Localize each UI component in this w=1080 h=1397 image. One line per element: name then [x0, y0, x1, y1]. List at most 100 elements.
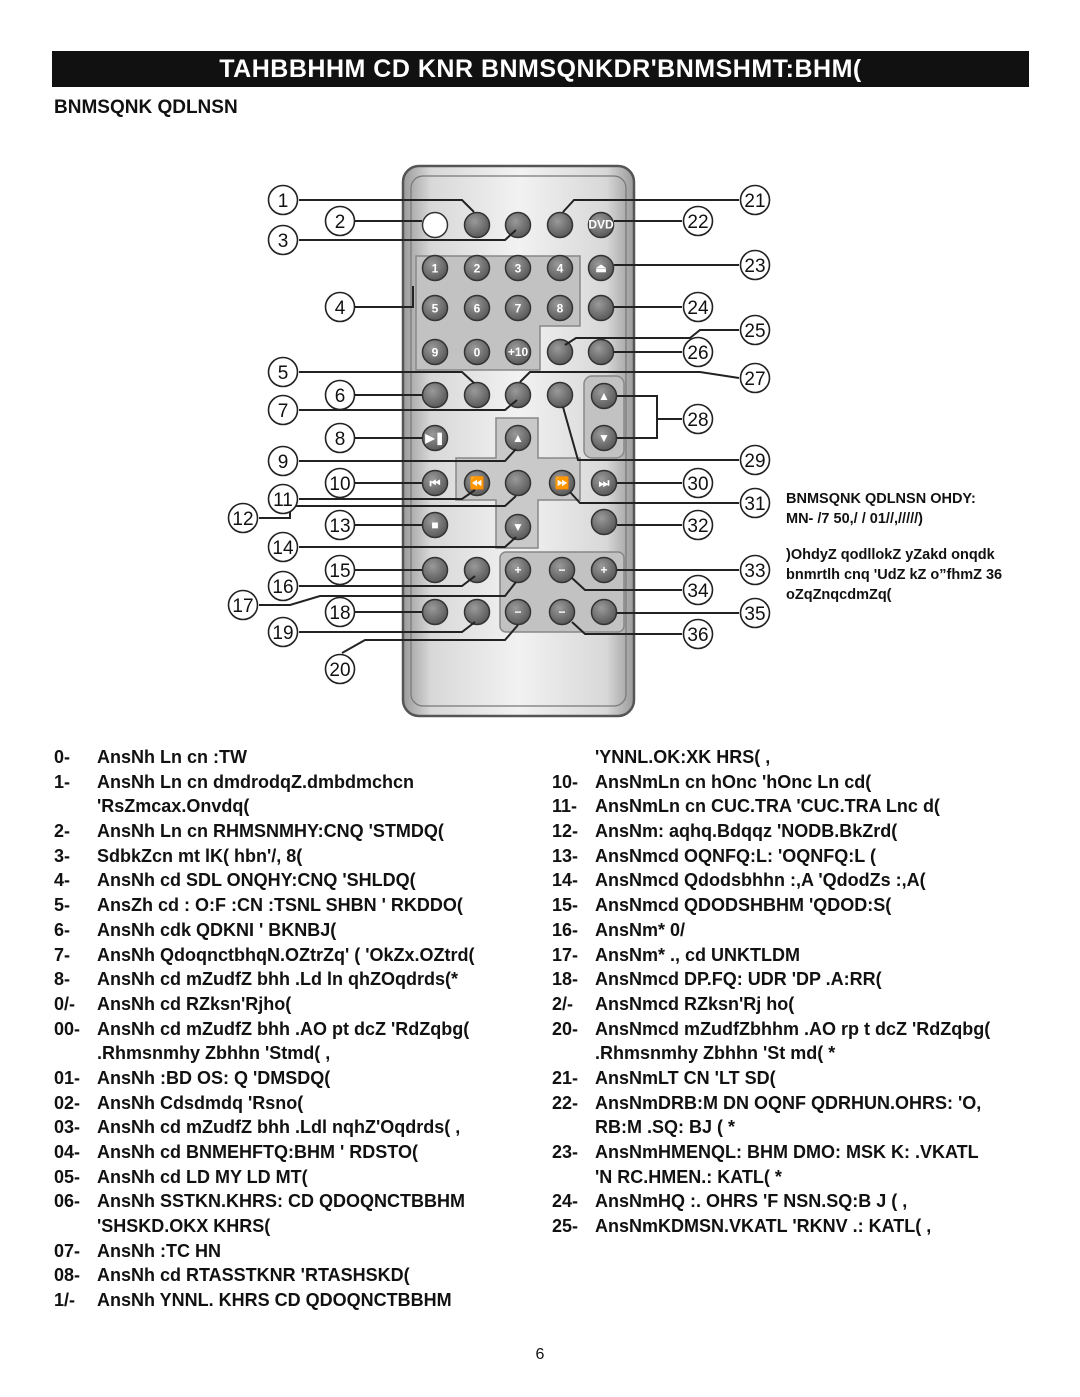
- list-item-text: AnsNmDRB:M DN OQNF QDRHUN.OHRS: 'O,: [595, 1092, 982, 1113]
- number-key[interactable]: 2: [463, 254, 491, 282]
- callout-circle: [739, 444, 771, 476]
- number-key-label: 1: [432, 262, 439, 276]
- callout-marker: 30: [682, 467, 714, 499]
- list-item-number: 1-: [54, 771, 71, 792]
- program-button[interactable]: [546, 338, 574, 366]
- callout-number: 28: [687, 410, 708, 431]
- list-item: 'YNNL.OK:XK HRS( ,: [552, 745, 1052, 770]
- button-glyph-icon: +: [600, 563, 607, 577]
- list-item: 10-AnsNmLn cn hOnc 'hOnc Ln cd(: [552, 770, 1052, 795]
- number-key-label: 7: [515, 302, 522, 316]
- callout-marker: 21: [739, 184, 771, 216]
- callout-circle: [324, 596, 356, 628]
- clock-button[interactable]: [421, 381, 449, 409]
- mode-button[interactable]: [463, 211, 491, 239]
- list-item-text: AnsNmcd Qdodsbhhn :,A 'QdodZs :,A(: [595, 870, 926, 891]
- list-item-number: 3-: [54, 845, 71, 866]
- subtitle-button[interactable]: [590, 508, 618, 536]
- goto-button[interactable]: +: [590, 556, 618, 584]
- list-item-text: SdbkZcn mt lK( hbn'/, 8(: [97, 845, 303, 866]
- callout-number: 29: [744, 451, 765, 472]
- number-key[interactable]: 6: [463, 294, 491, 322]
- stop-button[interactable]: ■: [421, 511, 449, 539]
- callout-leader: [259, 581, 517, 606]
- list-item: .Rhmsnmhy Zbhhn 'St md( *: [552, 1041, 1052, 1066]
- setup-button[interactable]: [463, 556, 491, 584]
- number-key[interactable]: 5: [421, 294, 449, 322]
- number-key[interactable]: 7: [504, 294, 532, 322]
- list-item: 22-AnsNmDRB:M DN OQNF QDRHUN.OHRS: 'O,: [552, 1091, 1052, 1116]
- list-item-text: AnsNh QdoqnctbhqN.OZtrZq' ( 'OkZx.OZtrd(: [97, 944, 475, 965]
- list-item-number: 14-: [552, 870, 579, 891]
- callout-marker: 15: [324, 554, 356, 586]
- dvd-mode-button[interactable]: DVD: [587, 211, 615, 239]
- list-item-number: 21-: [552, 1067, 579, 1088]
- list-item-number: 06-: [54, 1191, 81, 1212]
- repeat-ab-button[interactable]: [587, 338, 615, 366]
- volume-up-button[interactable]: ▲: [590, 382, 618, 410]
- callout-number: 20: [329, 660, 350, 681]
- button-glyph-icon: ▲: [598, 389, 610, 403]
- callout-circle: [324, 509, 356, 541]
- page-number: 6: [535, 1346, 545, 1363]
- audio-button[interactable]: [463, 598, 491, 626]
- list-item-number: 00-: [54, 1018, 81, 1039]
- timer-button[interactable]: [546, 211, 574, 239]
- callout-leader: [299, 575, 476, 587]
- plus-ten-button[interactable]: +10: [504, 338, 532, 366]
- info-button[interactable]: −: [548, 598, 576, 626]
- rewind-button[interactable]: ⏪: [463, 469, 491, 497]
- number-key-label: 4: [557, 262, 564, 276]
- fast-forward-button[interactable]: ⏩: [548, 469, 576, 497]
- callout-number: 14: [272, 538, 294, 559]
- volume-down-button[interactable]: ▼: [590, 424, 618, 452]
- callout-number: 4: [335, 298, 346, 319]
- callout-marker: 12: [227, 502, 259, 534]
- eject-button[interactable]: ⏏: [587, 254, 615, 282]
- power-button[interactable]: [421, 211, 449, 239]
- list-item-text: AnsZh cd : O:F :CN :TSNL SHBN ' RKDDO(: [97, 895, 463, 916]
- button-glyph-icon: ⏮: [430, 476, 441, 490]
- number-key-label: 6: [474, 302, 481, 316]
- list-item-text: 'YNNL.OK:XK HRS( ,: [595, 747, 771, 767]
- list-item-text: AnsNh :BD OS: Q 'DMSDQ(: [97, 1067, 331, 1088]
- repeat-button[interactable]: [546, 381, 574, 409]
- callout-leader: [299, 448, 517, 462]
- previous-button[interactable]: ⏮: [421, 469, 449, 497]
- callout-leader: [569, 491, 739, 504]
- number-key[interactable]: 9: [421, 338, 449, 366]
- input-button[interactable]: [587, 294, 615, 322]
- callout-marker: 10: [324, 467, 356, 499]
- slow-button[interactable]: −: [504, 598, 532, 626]
- list-item-text: .Rhmsnmhy Zbhhn 'Stmd( ,: [97, 1043, 331, 1064]
- callout-marker: 2: [324, 205, 356, 237]
- preset-button[interactable]: [504, 381, 532, 409]
- number-key[interactable]: 8: [546, 294, 574, 322]
- number-key[interactable]: 3: [504, 254, 532, 282]
- list-item-number: 10-: [552, 771, 579, 792]
- number-key[interactable]: 4: [546, 254, 574, 282]
- nav-up-button[interactable]: ▲: [504, 424, 532, 452]
- callout-leader: [299, 371, 475, 384]
- next-button[interactable]: ⏭: [590, 469, 618, 497]
- enter-button[interactable]: [504, 469, 532, 497]
- zoom-button[interactable]: +: [504, 556, 532, 584]
- number-key[interactable]: 0: [463, 338, 491, 366]
- search-button[interactable]: −: [548, 556, 576, 584]
- callout-number: 17: [232, 596, 253, 617]
- list-item: 0/-AnsNh cd RZksn'Rjho(: [54, 992, 534, 1017]
- list-item: 02-AnsNh Cdsdmdq 'Rsno(: [54, 1091, 534, 1116]
- callout-number: 21: [744, 191, 765, 212]
- number-key[interactable]: 1: [421, 254, 449, 282]
- play-pause-button[interactable]: ▶❚: [421, 424, 449, 452]
- list-item: 11-AnsNmLn cn CUC.TRA 'CUC.TRA Lnc d(: [552, 794, 1052, 819]
- list-item-text: AnsNmHMENQL: BHM DMO: MSK K: .VKATL: [595, 1142, 979, 1162]
- tuner-button[interactable]: [504, 211, 532, 239]
- sleep-button[interactable]: [463, 381, 491, 409]
- mute-button[interactable]: [590, 598, 618, 626]
- list-item: 08-AnsNh cd RTASSTKNR 'RTASHSKD(: [54, 1263, 534, 1288]
- menu-button[interactable]: [421, 556, 449, 584]
- list-item-text: AnsNmLn cn CUC.TRA 'CUC.TRA Lnc d(: [595, 796, 940, 817]
- nav-down-button[interactable]: ▼: [504, 513, 532, 541]
- title-button[interactable]: [421, 598, 449, 626]
